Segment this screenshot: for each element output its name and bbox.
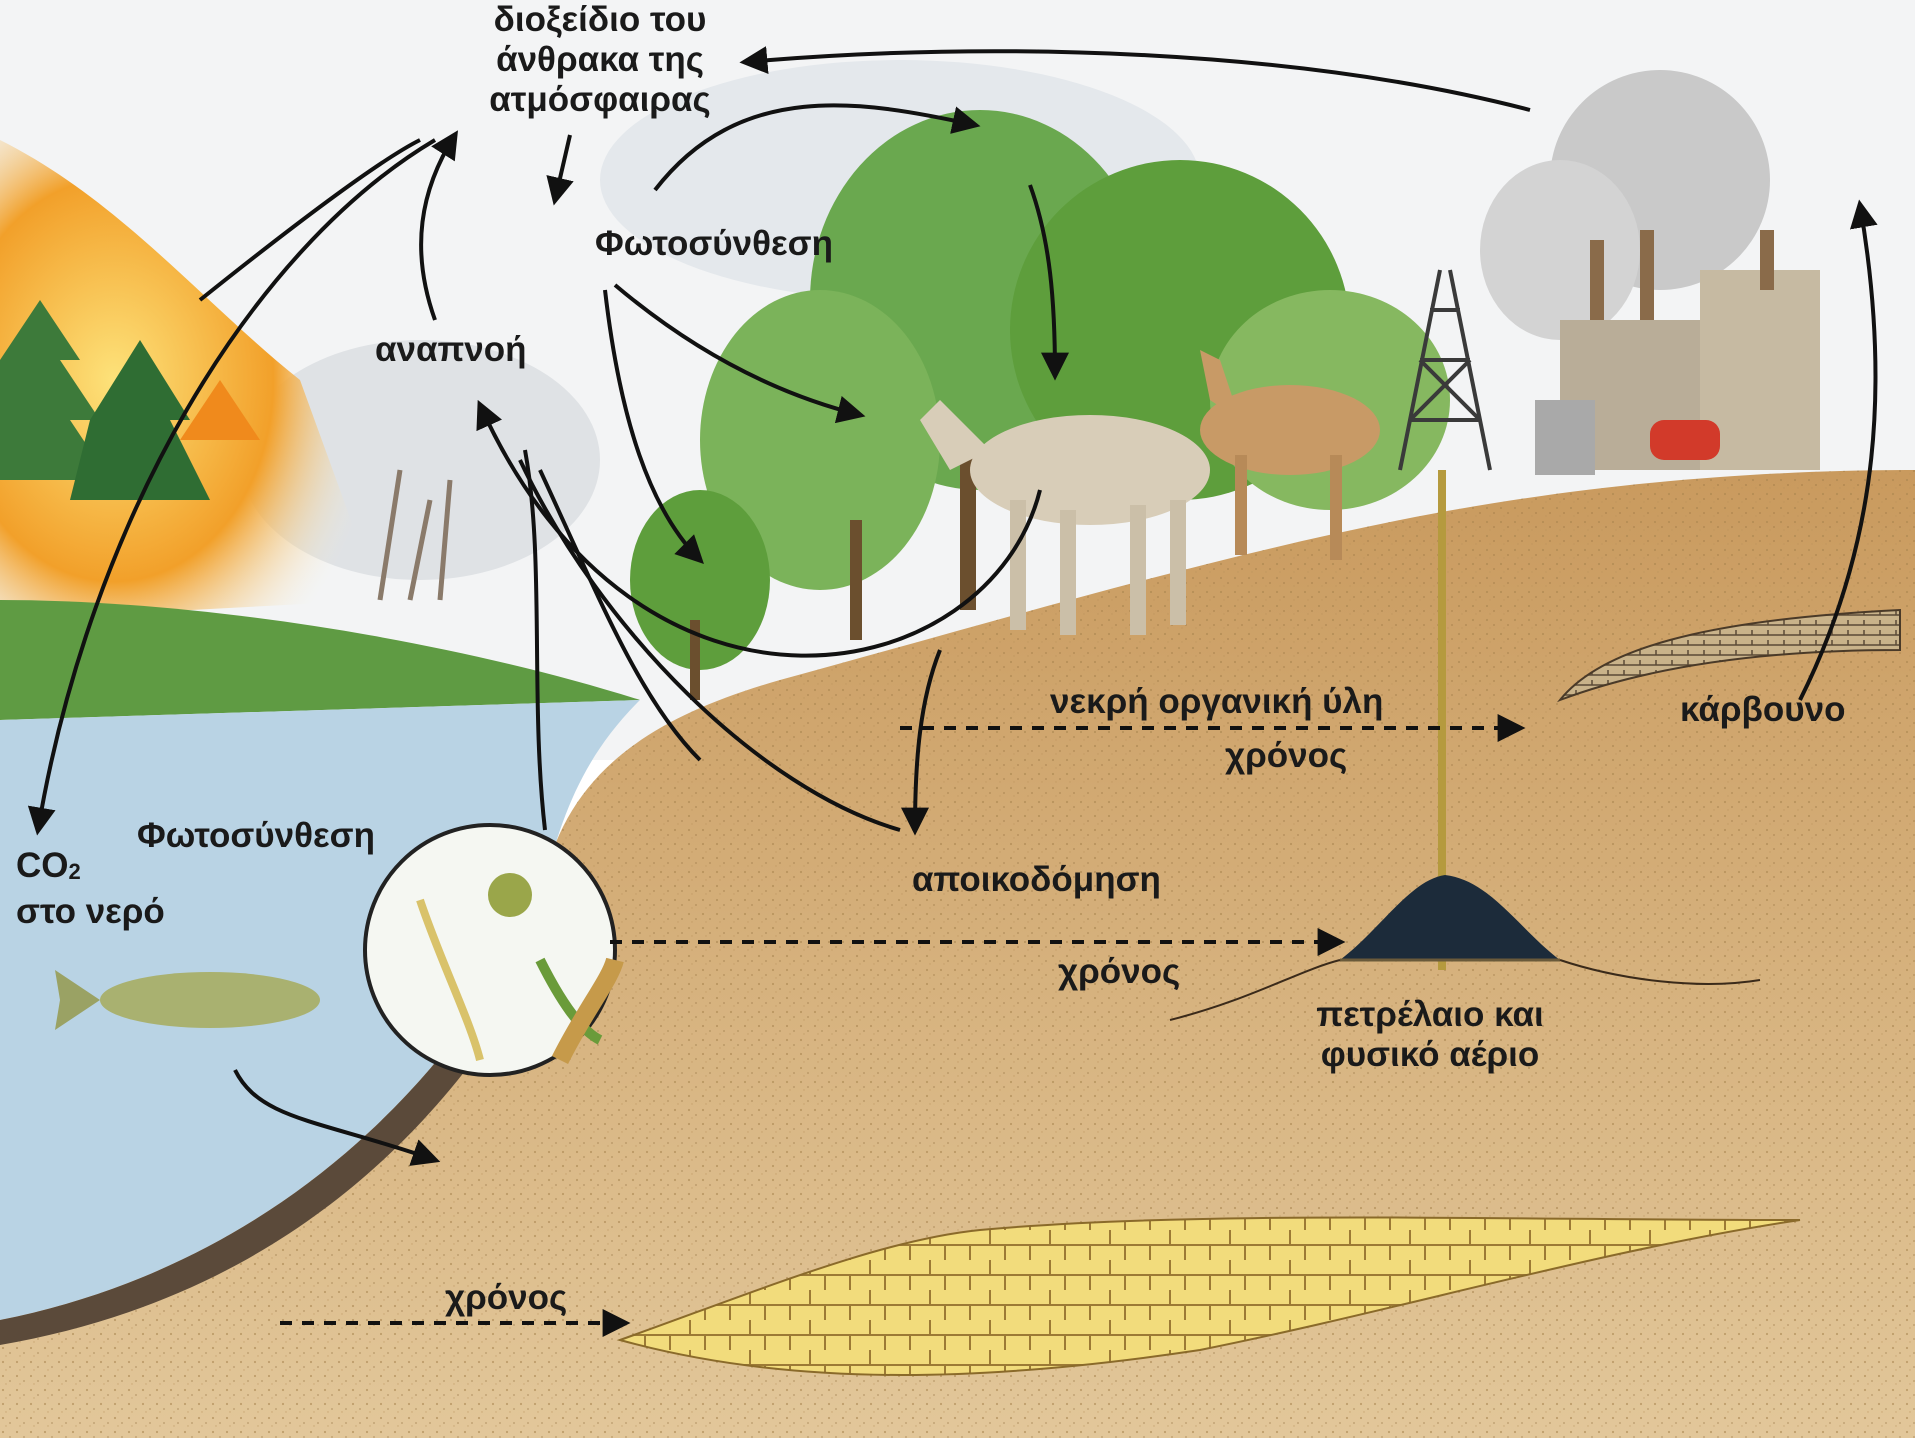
label-oil-gas-line: πετρέλαιο και (1300, 995, 1560, 1035)
label-atmosphere-line: διοξείδιο του (470, 0, 730, 40)
label-oil-gas: πετρέλαιο και φυσικό αέριο (1300, 995, 1560, 1075)
label-photosynthesis-land: Φωτοσύνθεση (595, 224, 833, 264)
label-co2-water: CO2 στο νερό (16, 846, 165, 932)
label-atmosphere-co2: διοξείδιο του άνθρακα της ατμόσφαιρας (470, 0, 730, 120)
label-decomposition: αποικοδόμηση (912, 860, 1161, 900)
label-atmosphere-line: άνθρακα της (470, 40, 730, 80)
label-photosynthesis-water: Φωτοσύνθεση (137, 816, 375, 856)
label-dead-organic-matter: νεκρή οργανική ύλη (1050, 682, 1383, 722)
co2-location: στο νερό (16, 892, 165, 932)
label-atmosphere-line: ατμόσφαιρας (470, 80, 730, 120)
co2-subscript: 2 (69, 859, 81, 884)
label-time-dead-matter: χρόνος (1225, 736, 1347, 776)
label-time-limestone: χρόνος (445, 1278, 567, 1318)
label-coal: κάρβουνο (1680, 690, 1845, 730)
co2-formula: CO2 (16, 846, 165, 892)
label-respiration: αναπνοή (375, 330, 527, 370)
plankton-magnifier (365, 825, 615, 1075)
co2-main: CO (16, 846, 69, 885)
label-oil-gas-line: φυσικό αέριο (1300, 1035, 1560, 1075)
label-time-oil: χρόνος (1058, 952, 1180, 992)
